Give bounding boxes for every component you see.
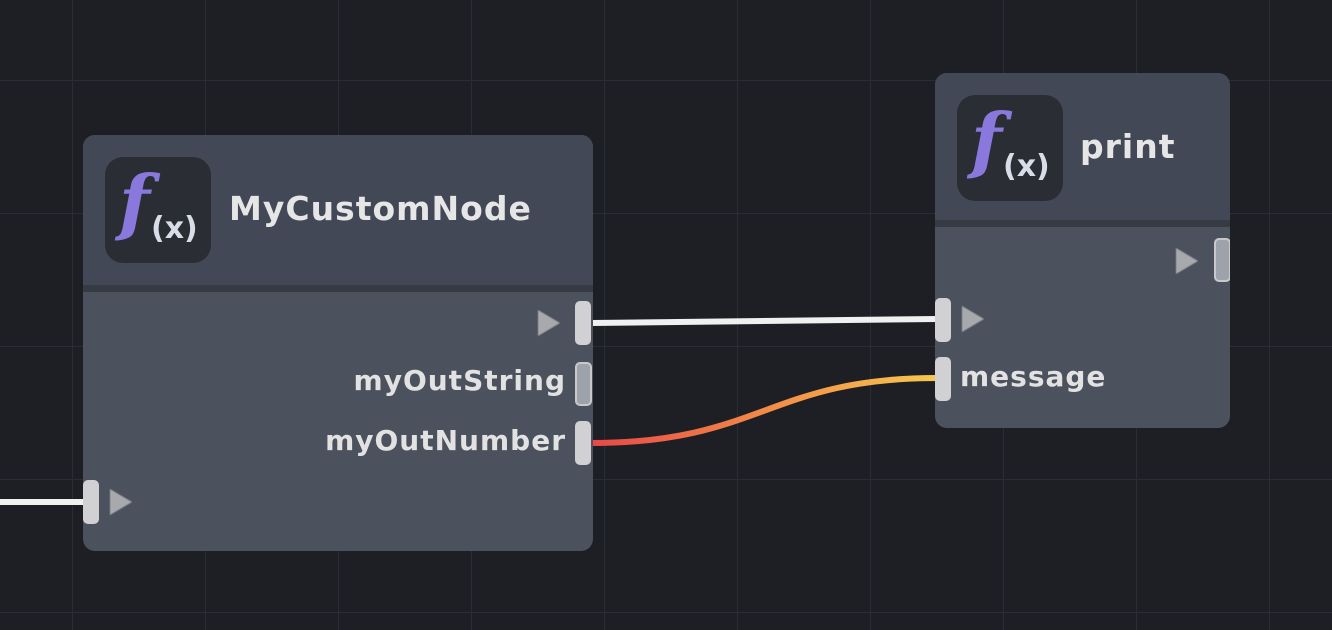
exec-out-arrow-icon bbox=[538, 310, 560, 336]
exec-wire-mycustomnode-to-print bbox=[591, 316, 938, 326]
input-pin-message[interactable] bbox=[935, 357, 951, 401]
function-glyph: f bbox=[119, 159, 150, 244]
function-sub: (x) bbox=[1003, 149, 1050, 184]
input-label-message: message bbox=[960, 360, 1107, 393]
exec-input-pin[interactable] bbox=[83, 480, 99, 524]
exec-input-pin[interactable] bbox=[935, 298, 951, 342]
function-icon: f (x) bbox=[105, 157, 211, 263]
node-title: MyCustomNode bbox=[229, 189, 532, 228]
node-mycustomnode[interactable]: f (x) MyCustomNode myOutString myOutNumb… bbox=[83, 135, 593, 551]
exec-output-pin[interactable] bbox=[1214, 238, 1230, 282]
node-print[interactable]: f (x) print message bbox=[935, 73, 1230, 428]
function-glyph: f bbox=[971, 97, 1002, 182]
exec-in-arrow-icon bbox=[962, 306, 984, 332]
function-sub: (x) bbox=[151, 211, 198, 246]
output-pin-myoutstring[interactable] bbox=[575, 362, 592, 406]
output-label-myoutstring: myOutString bbox=[353, 364, 566, 397]
output-pin-myoutnumber[interactable] bbox=[575, 421, 591, 465]
exec-out-arrow-icon bbox=[1176, 248, 1198, 274]
node-header[interactable]: f (x) MyCustomNode bbox=[83, 135, 593, 292]
exec-in-arrow-icon bbox=[110, 489, 132, 515]
node-header[interactable]: f (x) print bbox=[935, 73, 1230, 227]
node-title: print bbox=[1080, 127, 1176, 166]
exec-output-pin[interactable] bbox=[575, 301, 591, 345]
number-wire-myoutnumber-to-message bbox=[591, 375, 938, 446]
function-icon: f (x) bbox=[957, 95, 1063, 201]
output-label-myoutnumber: myOutNumber bbox=[325, 424, 566, 457]
